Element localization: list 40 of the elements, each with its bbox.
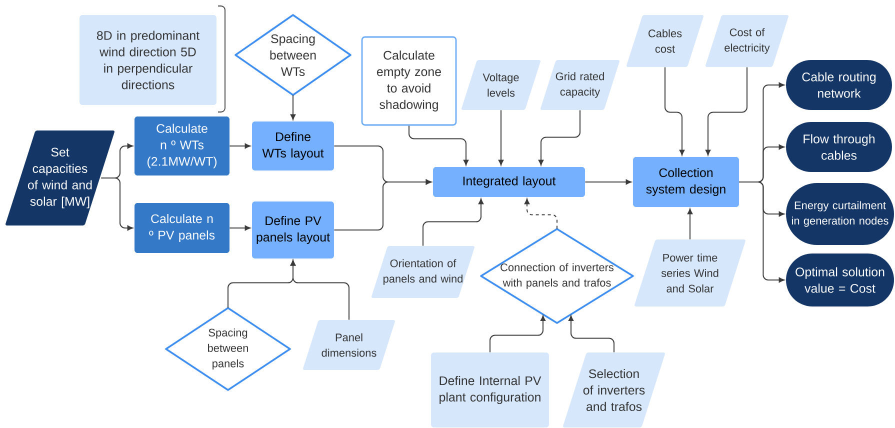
process-box: Define WTs layout: [252, 122, 334, 170]
input-parallelogram: Power time series Wind and Solar: [634, 240, 746, 306]
arrow: [498, 110, 504, 166]
arrow: [664, 66, 685, 156]
process-box: Integrated layout: [433, 167, 585, 197]
arrow: [408, 125, 469, 166]
input-parallelogram: Orientation of panels and wind: [372, 246, 474, 298]
note-box: Define Internal PV plant configuration: [431, 352, 549, 428]
arrow: [584, 179, 632, 185]
input-parallelogram: Set capacities of wind and solar [MW]: [6, 130, 114, 226]
process-box: Collection system design: [633, 157, 739, 207]
output-terminal: Cable routing network: [786, 60, 892, 110]
process-box: Calculate n º PV panels: [134, 203, 230, 253]
arrow: [490, 315, 546, 353]
arrow: [568, 315, 614, 353]
input-parallelogram: Cables cost: [626, 15, 704, 67]
input-parallelogram: Grid rated capacity: [540, 60, 620, 110]
input-parallelogram: Panel dimensions: [303, 320, 395, 370]
arrow: [738, 182, 784, 283]
arrow: [334, 179, 432, 230]
output-terminal: Flow through cables: [786, 122, 892, 172]
process-box: Calculate n º WTs (2.1MW/WT): [134, 116, 230, 176]
input-parallelogram: Voltage levels: [462, 60, 540, 110]
arrow: [229, 143, 250, 149]
arrow: [290, 260, 350, 320]
output-terminal: Energy curtailment in generation nodes: [786, 183, 894, 245]
process-box: Calculate empty zone to avoid shadowing: [361, 36, 457, 126]
arrow: [290, 94, 296, 120]
arrow: [422, 198, 484, 246]
note-box: 8D in predominant wind direction 5D in perpendicular directions: [80, 15, 216, 105]
arrow: [524, 198, 558, 230]
arrow: [229, 225, 250, 231]
input-parallelogram: Cost of electricity: [706, 15, 788, 67]
arrow: [538, 110, 580, 166]
process-box: Define PV panels layout: [252, 202, 334, 258]
arrow: [100, 178, 133, 231]
output-terminal: Optimal solution value = Cost: [786, 254, 894, 306]
arrow: [687, 208, 693, 240]
arrow: [705, 66, 748, 156]
input-parallelogram: Selection of inverters and trafos: [563, 352, 665, 428]
